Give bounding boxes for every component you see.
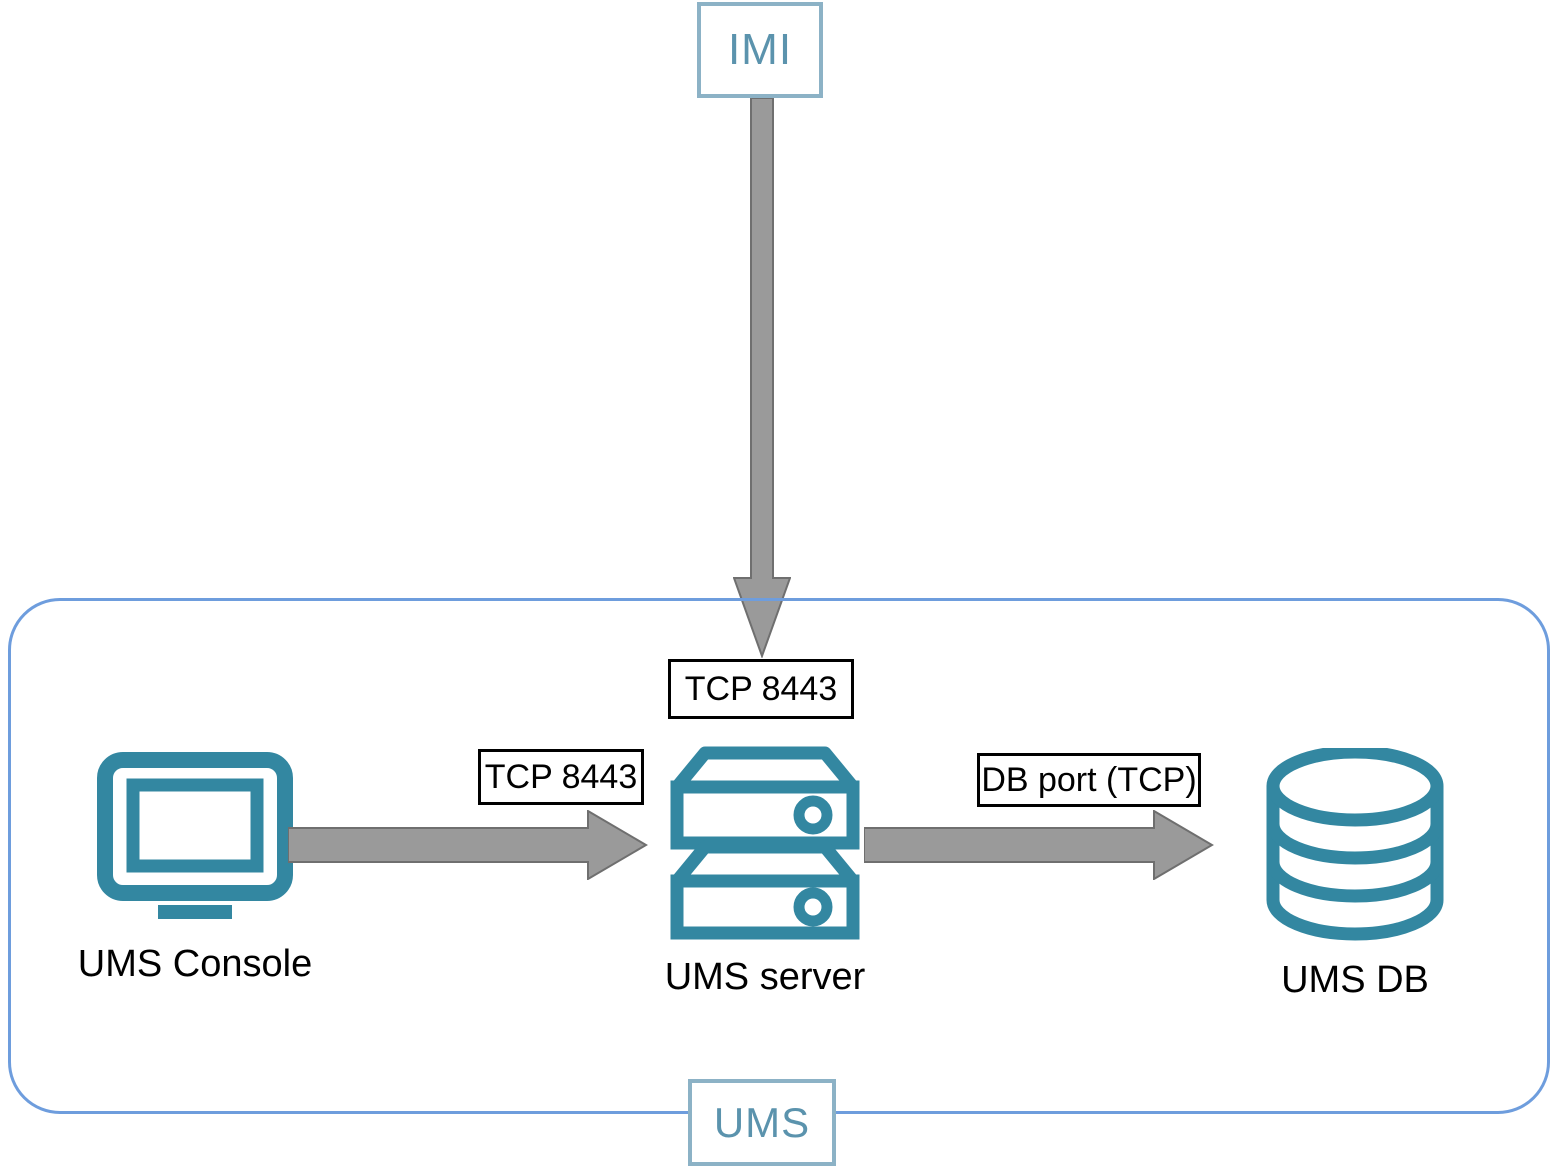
server-rack-icon (670, 746, 860, 940)
node-label-ums-db: UMS DB (1281, 959, 1429, 1001)
node-label-ums-console: UMS Console (77, 943, 313, 985)
port-label-imi-to-server: TCP 8443 (668, 659, 854, 719)
port-label-server-to-db: DB port (TCP) (977, 753, 1201, 807)
port-label-text: DB port (TCP) (981, 761, 1197, 799)
port-label-text: TCP 8443 (484, 758, 638, 796)
connector-console-to-server (288, 810, 648, 880)
connector-server-to-db (864, 810, 1214, 880)
ums-boundary-label: UMS (713, 1098, 811, 1146)
ums-boundary-tag: UMS (688, 1079, 836, 1166)
right-arrow-icon (288, 810, 648, 880)
imi-source-label: IMI (727, 25, 793, 74)
node-label-ums-server: UMS server (664, 956, 866, 998)
connector-imi-to-server (733, 98, 791, 658)
node-ums-console[interactable]: UMS Console (40, 752, 350, 983)
node-ums-server[interactable]: UMS server (610, 735, 920, 996)
down-arrow-icon (733, 98, 791, 658)
right-arrow-icon (864, 810, 1214, 880)
imi-source-tag: IMI (697, 2, 823, 98)
port-label-console-to-server: TCP 8443 (478, 749, 644, 805)
port-label-text: TCP 8443 (684, 670, 838, 708)
monitor-icon (97, 752, 293, 919)
database-cylinder-icon (1266, 748, 1444, 941)
node-ums-db[interactable]: UMS DB (1200, 748, 1510, 999)
